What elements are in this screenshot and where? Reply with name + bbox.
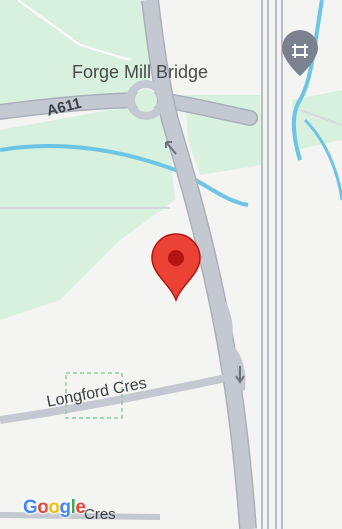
slip-road (212, 288, 246, 391)
green-area-left (0, 0, 150, 112)
google-logo-letter: l (70, 497, 76, 518)
google-logo-letter: g (59, 497, 72, 518)
water-river-branch (303, 118, 342, 201)
water-stream (0, 144, 249, 207)
google-logo-letter: e (75, 497, 86, 518)
google-logo-letter: o (48, 497, 60, 518)
google-logo: Google (23, 497, 86, 519)
google-logo-letter: o (37, 497, 49, 518)
roundabout (126, 80, 166, 120)
google-logo-letter: G (23, 497, 38, 518)
road-main-shape (141, 0, 257, 529)
road-cres-bottom-shape (0, 512, 161, 520)
building-outline (65, 372, 123, 419)
lane-right (299, 109, 342, 126)
green-area-far-right (292, 90, 342, 150)
road-label-cres: Cres (84, 506, 116, 523)
railway (261, 0, 283, 529)
direction-arrow-down-icon (235, 366, 245, 384)
road-longford-shape (0, 374, 227, 424)
direction-arrow-icon (165, 141, 177, 155)
poi-label[interactable]: Forge Mill Bridge (72, 62, 209, 82)
lane-top-left (17, 0, 131, 61)
